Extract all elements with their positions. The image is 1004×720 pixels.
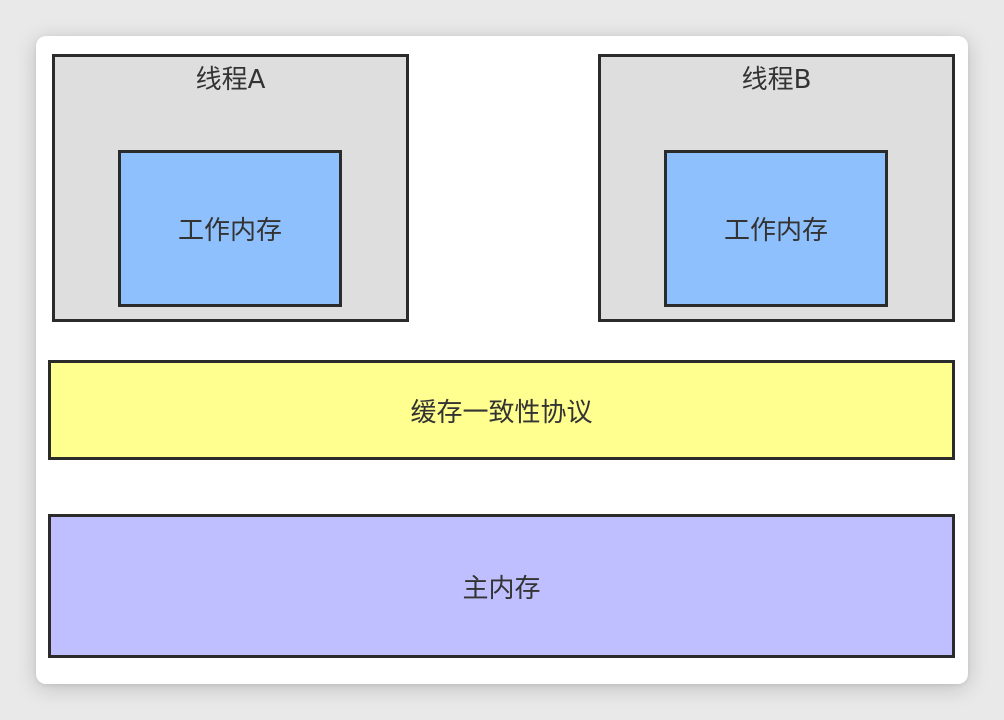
thread-a-label: 线程A: [195, 65, 266, 95]
cache-coherence-protocol-box: 缓存一致性协议: [48, 360, 955, 460]
thread-a-work-memory-label: 工作内存: [177, 216, 282, 246]
thread-a-work-memory: 工作内存: [118, 150, 342, 307]
main-memory-label: 主内存: [462, 573, 541, 604]
thread-b-label: 线程B: [741, 65, 812, 95]
main-memory-box: 主内存: [48, 514, 955, 658]
cache-coherence-protocol-label: 缓存一致性协议: [410, 397, 593, 428]
thread-b-work-memory-label: 工作内存: [723, 216, 828, 246]
thread-b-work-memory: 工作内存: [664, 150, 888, 307]
